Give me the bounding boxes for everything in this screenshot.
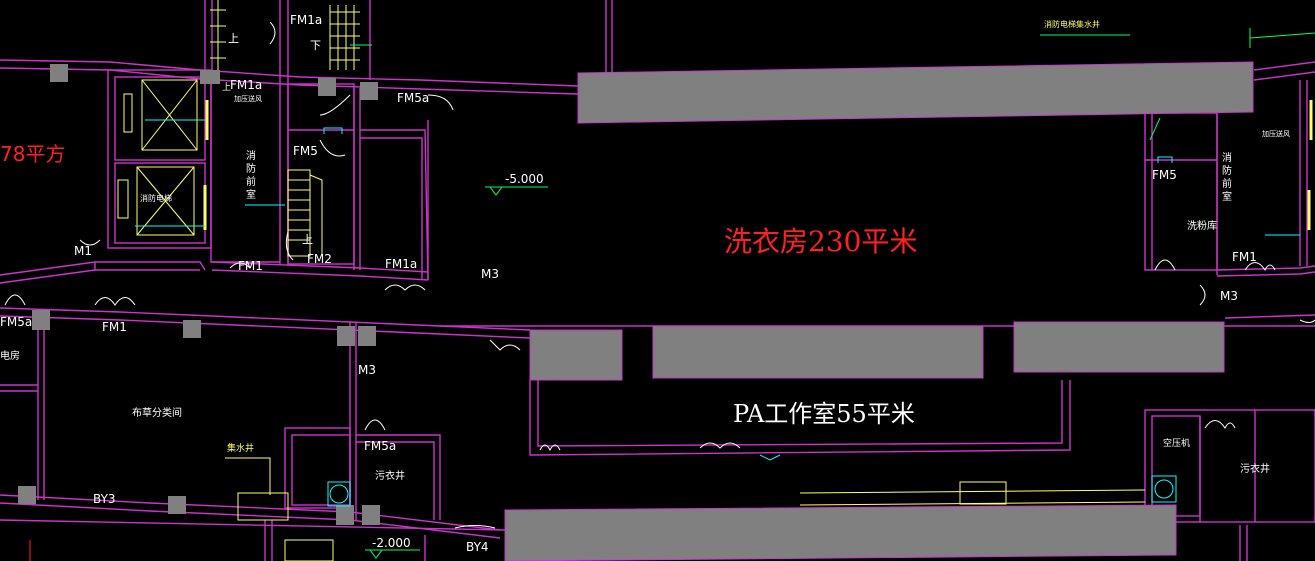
beam-mid-3 [1013,321,1225,373]
room-aircomp-label: 空压机 [1163,439,1191,449]
stair-up-mid: 上 [302,233,313,246]
room-pa-studio-label: PA工作室55平米 [733,400,915,428]
room-soiled-linen-right-label: 污衣井 [1240,464,1270,475]
door-m1: M1 [74,244,92,258]
door-swings [4,21,1315,529]
room-elec-label: 电房 [0,351,20,362]
room-pressure-right-label: 加压送风 [1262,130,1290,138]
door-by3: BY3 [93,492,116,506]
beam-mid-2 [652,325,984,379]
door-fm1a-low: FM1a [385,257,418,271]
room-laundry-label: 洗衣房230平米 [724,225,918,258]
door-fm5-right: FM5 [1152,168,1177,182]
room-fire-elevator-label: 消防电梯 [140,194,172,203]
wall-top-right-2 [1253,71,1315,81]
door-fm5a-left: FM5a [0,315,33,329]
concrete-beams [504,61,1254,561]
elevator-shafts [117,79,1313,561]
room-soiled-linen-left-label: 污衣井 [375,471,405,482]
room-left-area-label: 78平方 [0,142,66,166]
room-fire-front-left-label: 消防前室 [246,151,256,201]
door-fm5-left: FM5 [293,144,318,158]
beam-bottom [504,504,1177,561]
door-fm5a-low: FM5a [364,439,397,453]
beam-mid-1 [529,329,623,381]
room-pressure-left-label: 加压送风 [234,95,262,103]
markers [135,119,1300,507]
room-linen-sort-label: 布草分类间 [132,408,182,419]
room-sump-label: 集水井 [227,444,255,454]
door-fm2: FM2 [307,252,332,266]
door-m3-center: M3 [481,267,499,281]
beam-top [577,61,1254,124]
stair-up-top: 上 [228,32,239,45]
door-fm1a-mid: FM1a [230,78,263,92]
stair-up-left: 上 [222,83,232,93]
level-lower: -2.000 [372,536,411,550]
level-main: -5.000 [505,172,544,186]
columns [18,64,380,525]
door-fm1-a: FM1 [238,259,263,273]
level-symbols [350,28,1315,559]
door-m3-right: M3 [1220,289,1238,303]
door-fm1-b: FM1 [102,320,127,334]
stair-down-top: 下 [310,39,321,52]
stairs [210,0,1146,506]
door-fm5a-top: FM5a [397,91,430,105]
room-clean-store-label: 洗粉库 [1187,221,1217,232]
room-fire-front-right-label: 消防前室 [1222,153,1232,203]
wall-top-outer [0,59,579,87]
door-fm1-right: FM1 [1232,250,1257,264]
door-fm1a-top: FM1a [290,13,323,27]
wall-top-inner [0,67,579,95]
wall-top-right [1253,61,1315,71]
door-by4: BY4 [466,540,489,554]
door-m3-left: M3 [358,363,376,377]
room-fire-pipe-label: 消防电梯集水井 [1044,20,1100,29]
